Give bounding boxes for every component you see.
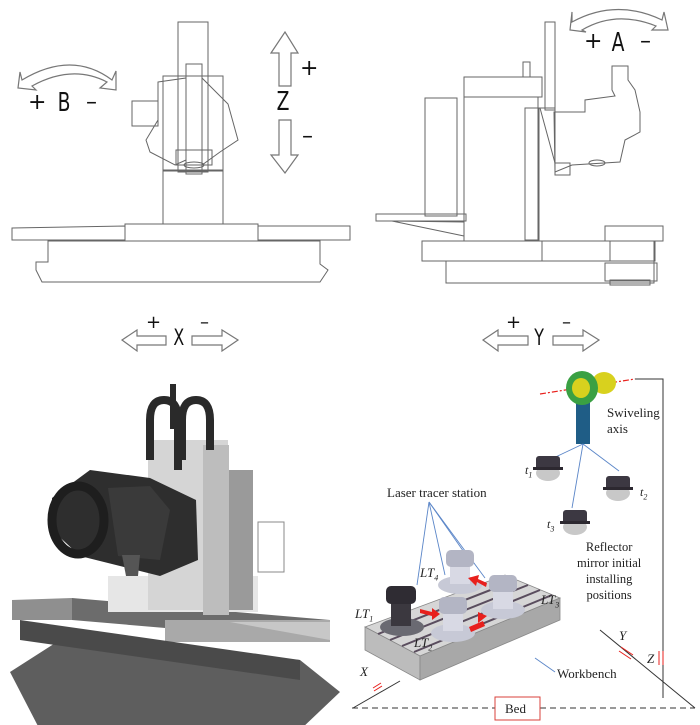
machine-photo <box>10 384 340 725</box>
coord-label-x: X <box>360 664 368 679</box>
reflector-label-t1: t1 <box>525 463 533 480</box>
axis-break-marks <box>372 646 664 692</box>
x-right-arrow-icon <box>191 328 240 353</box>
leader-lines <box>416 443 620 673</box>
station-label-lt3: LT3 <box>541 592 560 610</box>
y-left-arrow-icon <box>481 328 529 353</box>
swiveling-axis-label: Swiveling axis <box>607 405 660 437</box>
move-arrows-icon <box>420 575 487 632</box>
swiveling-axis-line-1: Swiveling <box>607 405 660 420</box>
coord-label-z: Z <box>647 651 655 666</box>
reflector-t2-icon <box>603 476 633 501</box>
reflector-caption-line-1: Reflector <box>585 540 633 554</box>
station-label-lt4: LT4 <box>420 565 439 583</box>
station-lt3-icon <box>481 575 525 619</box>
coord-label-y: Y <box>619 628 627 643</box>
a-minus-sign: – <box>640 29 651 54</box>
y-right-arrow-icon <box>552 328 601 353</box>
b-minus-sign: – <box>86 90 97 115</box>
reflector-label-t2: t2 <box>640 485 648 502</box>
rotary-arrow-a-icon <box>569 8 669 33</box>
axis-label-x: X <box>173 326 185 351</box>
bed-label: Bed <box>505 701 526 716</box>
y-minus-sign: – <box>562 312 571 333</box>
x-minus-sign: – <box>200 312 209 333</box>
axis-label-b: B <box>57 88 71 118</box>
b-plus-sign: + <box>28 90 47 115</box>
workbench-label: Workbench <box>557 666 617 681</box>
a-plus-sign: + <box>584 29 603 54</box>
station-lt1-icon <box>380 586 424 636</box>
rotary-arrow-b-icon <box>17 64 117 91</box>
axis-label-a: A <box>611 28 625 58</box>
station-lt2-icon <box>431 597 475 642</box>
z-plus-sign: + <box>300 56 319 81</box>
laser-tracer-station-label: Laser tracer station <box>387 485 487 500</box>
swiveling-axis-line-2: axis <box>607 421 628 436</box>
y-plus-sign: + <box>506 312 522 333</box>
reflector-caption-line-4: positions <box>586 588 632 602</box>
reflector-t3-icon <box>560 510 590 535</box>
reflector-t1-icon <box>533 456 563 481</box>
swiveling-axis-icon <box>539 371 636 444</box>
reflector-caption-line-3: installing <box>585 572 633 586</box>
reflector-caption: Reflector mirror initial installing posi… <box>577 539 641 603</box>
station-label-lt2: LT2 <box>414 635 433 653</box>
station-lt4-icon <box>438 550 482 594</box>
coordinate-frame <box>352 378 696 709</box>
reflector-label-t3: t3 <box>547 517 555 534</box>
axis-label-y: Y <box>534 326 544 351</box>
x-left-arrow-icon <box>120 328 167 353</box>
z-down-arrow-icon <box>269 119 300 175</box>
station-label-lt1: LT1 <box>355 606 374 624</box>
x-plus-sign: + <box>146 312 162 333</box>
z-minus-sign: – <box>302 124 313 149</box>
z-up-arrow-icon <box>269 30 300 87</box>
side-view-machine <box>375 21 664 286</box>
bed-box <box>494 696 541 721</box>
front-view-machine <box>11 21 351 283</box>
reflector-caption-line-2: mirror initial <box>577 556 642 570</box>
axis-label-z: Z <box>276 87 290 117</box>
